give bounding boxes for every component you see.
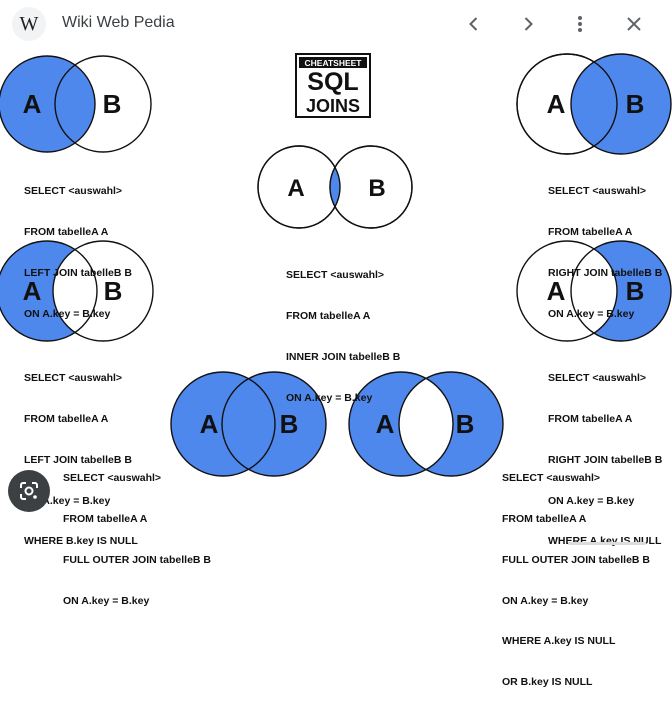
- sql-line: SELECT <auswahl>: [548, 372, 647, 385]
- label-a: A: [23, 276, 42, 306]
- left-exclusive-sql: SELECT <auswahl> FROM tabelleA A LEFT JO…: [24, 345, 138, 576]
- sql-line: SELECT <auswahl>: [502, 472, 601, 485]
- sql-line: INNER JOIN tabelleB B: [286, 350, 401, 363]
- sql-line: ON A.key = B.key: [63, 594, 150, 607]
- sql-line: ON A.key = B.key: [286, 391, 373, 404]
- label-a: A: [376, 409, 395, 439]
- sql-line: SELECT <auswahl>: [286, 269, 385, 282]
- cheatsheet-image: CHEATSHEET SQL JOINS A B A B: [0, 48, 672, 688]
- lens-search-button[interactable]: [8, 470, 50, 512]
- sql-line: FROM tabelleA A: [63, 512, 148, 525]
- circle-a-filled: [0, 56, 95, 152]
- inner-join-sql: SELECT <auswahl> FROM tabelleA A INNER J…: [286, 242, 400, 432]
- venn-diagrams: CHEATSHEET SQL JOINS A B A B: [0, 53, 672, 477]
- more-vert-icon: [578, 16, 582, 32]
- sql-line: SELECT <auswahl>: [548, 185, 647, 198]
- sql-line: RIGHT JOIN tabelleB B: [548, 453, 663, 466]
- close-button[interactable]: [618, 8, 650, 40]
- chevron-left-icon: [469, 17, 478, 31]
- left-join-sql: SELECT <auswahl> FROM tabelleA A LEFT JO…: [24, 158, 132, 348]
- sql-line: FROM tabelleA A: [548, 225, 633, 238]
- sql-line: FULL OUTER JOIN tabelleB B: [502, 553, 650, 566]
- sql-line: RIGHT JOIN tabelleB B: [548, 266, 663, 279]
- sql-line: WHERE B.key IS NULL: [24, 535, 138, 548]
- cheatsheet-logo: CHEATSHEET SQL JOINS: [295, 53, 371, 118]
- close-icon: [627, 17, 641, 31]
- circle-b: [53, 241, 153, 341]
- sql-label: SQL: [307, 68, 358, 96]
- more-options-button[interactable]: [564, 8, 596, 40]
- sql-line: FROM tabelleA A: [548, 412, 633, 425]
- label-a: A: [547, 89, 566, 119]
- viewer-header: W Wiki Web Pedia: [0, 0, 672, 48]
- sql-line: FROM tabelleA A: [502, 512, 587, 525]
- inner-join-diagram: A B: [257, 145, 413, 229]
- sql-line: FROM tabelleA A: [286, 309, 371, 322]
- circle-b-filled: [222, 372, 326, 476]
- sql-line: OR B.key IS NULL: [502, 676, 593, 689]
- label-a: A: [200, 409, 219, 439]
- site-name[interactable]: Wiki Web Pedia: [62, 14, 175, 31]
- sql-line: LEFT JOIN tabelleB B: [24, 266, 132, 279]
- label-b: B: [456, 409, 475, 439]
- label-b: B: [103, 89, 122, 119]
- sql-line: SELECT <auswahl>: [63, 472, 162, 485]
- full-outer-sql: SELECT <auswahl> FROM tabelleA A FULL OU…: [63, 445, 211, 635]
- cheatsheet-label: CHEATSHEET: [305, 58, 363, 68]
- site-logo-letter: W: [19, 12, 39, 35]
- next-button[interactable]: [512, 8, 544, 40]
- right-join-diagram: A B: [516, 53, 672, 155]
- previous-button[interactable]: [458, 8, 490, 40]
- sql-line: ON A.key = B.key: [24, 307, 111, 320]
- right-join-sql: SELECT <auswahl> FROM tabelleA A RIGHT J…: [548, 158, 662, 348]
- circle-b-filled: [571, 54, 671, 154]
- label-a: A: [547, 276, 566, 306]
- sql-line: ON A.key = B.key: [548, 307, 635, 320]
- circle-b: [54, 55, 152, 153]
- left-join-diagram: A B: [0, 55, 152, 153]
- sql-line: ON A.key = B.key: [548, 494, 635, 507]
- label-b: B: [368, 175, 385, 202]
- label-a: A: [23, 89, 42, 119]
- sql-line: FROM tabelleA A: [24, 225, 109, 238]
- left-exclusive-diagram: A B: [0, 240, 154, 342]
- sql-line: FULL OUTER JOIN tabelleB B: [63, 553, 211, 566]
- intersection-empty: [399, 372, 453, 476]
- sql-line: WHERE A.key IS NULL: [502, 635, 616, 648]
- sql-line: FROM tabelleA A: [24, 412, 109, 425]
- joins-label: JOINS: [306, 96, 360, 116]
- site-logo[interactable]: W: [12, 7, 46, 41]
- sql-line: SELECT <auswahl>: [24, 185, 123, 198]
- label-a: A: [287, 175, 304, 202]
- label-b: B: [280, 409, 299, 439]
- full-outer-diagram: A B: [170, 371, 327, 477]
- label-b: B: [104, 276, 123, 306]
- label-b: B: [626, 276, 645, 306]
- chevron-right-icon: [524, 17, 533, 31]
- circle-a: [517, 241, 617, 341]
- lens-icon: [20, 482, 38, 500]
- full-outer-exclusive-diagram: A B: [348, 371, 504, 477]
- right-exclusive-diagram: A B: [516, 240, 672, 342]
- scroll-indicator: [568, 542, 646, 545]
- full-outer-exclusive-sql: SELECT <auswahl> FROM tabelleA A FULL OU…: [502, 445, 650, 717]
- label-b: B: [626, 89, 645, 119]
- sql-line: ON A.key = B.key: [502, 594, 589, 607]
- sql-line: LEFT JOIN tabelleB B: [24, 453, 132, 466]
- sql-line: SELECT <auswahl>: [24, 372, 123, 385]
